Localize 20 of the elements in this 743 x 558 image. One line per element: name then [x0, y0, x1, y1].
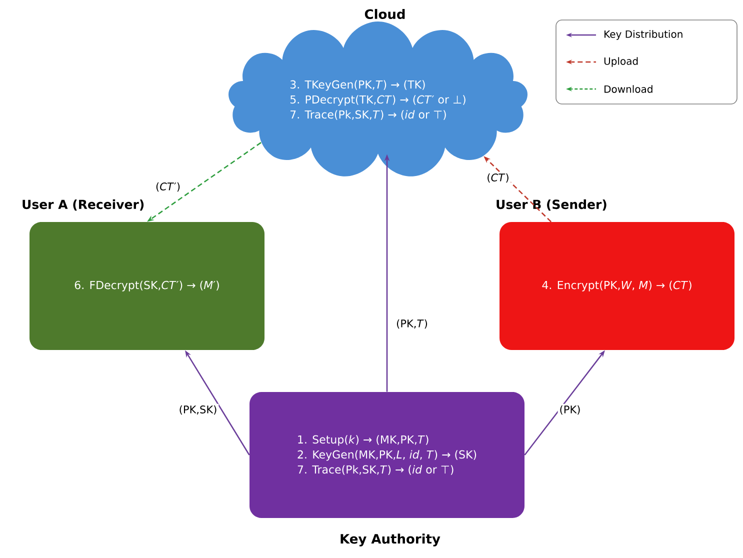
node-label: 3. TKeyGen(PK,T) → (TK) [290, 80, 425, 91]
node-label: 7. Trace(Pk,SK,T) → (id or ⊤) [290, 110, 446, 120]
node-label: 5. PDecrypt(TK,CT) → (CT′ or ⊥) [290, 95, 466, 106]
node-label: 2. KeyGen(MK,PK,L, id, T) → (SK) [298, 450, 476, 461]
node-title: Key Authority [340, 534, 440, 546]
node-title: User B (Sender) [496, 199, 606, 211]
process-box: 1. Setup(k) → (MK,PK,T) 2. KeyGen(MK,PK,L, id, T) → (SK) 7. Trace(Pk,SK,T) → (id or ⊤) [250, 392, 524, 518]
edge-label: (CT′) [154, 180, 182, 194]
legend-label: Upload [604, 57, 638, 67]
process-box: 6. FDecrypt(SK,CT′) → (M′) [30, 222, 264, 350]
node-title: Cloud [364, 8, 405, 20]
edge-label: (PK,SK) [177, 404, 219, 416]
process-box: 4. Encrypt(PK,W, M) → (CT) [500, 222, 734, 350]
legend-label: Download [604, 85, 652, 93]
node-label: 1. Setup(k) → (MK,PK,T) [298, 435, 428, 446]
node-title: User A (Receiver) [22, 199, 144, 211]
edge-label: (PK,T) [394, 318, 430, 330]
edge-label: (PK) [558, 404, 582, 416]
legend-label: Key Distribution [604, 30, 682, 40]
node-label: 7. Trace(Pk,SK,T) → (id or ⊤) [298, 465, 454, 475]
